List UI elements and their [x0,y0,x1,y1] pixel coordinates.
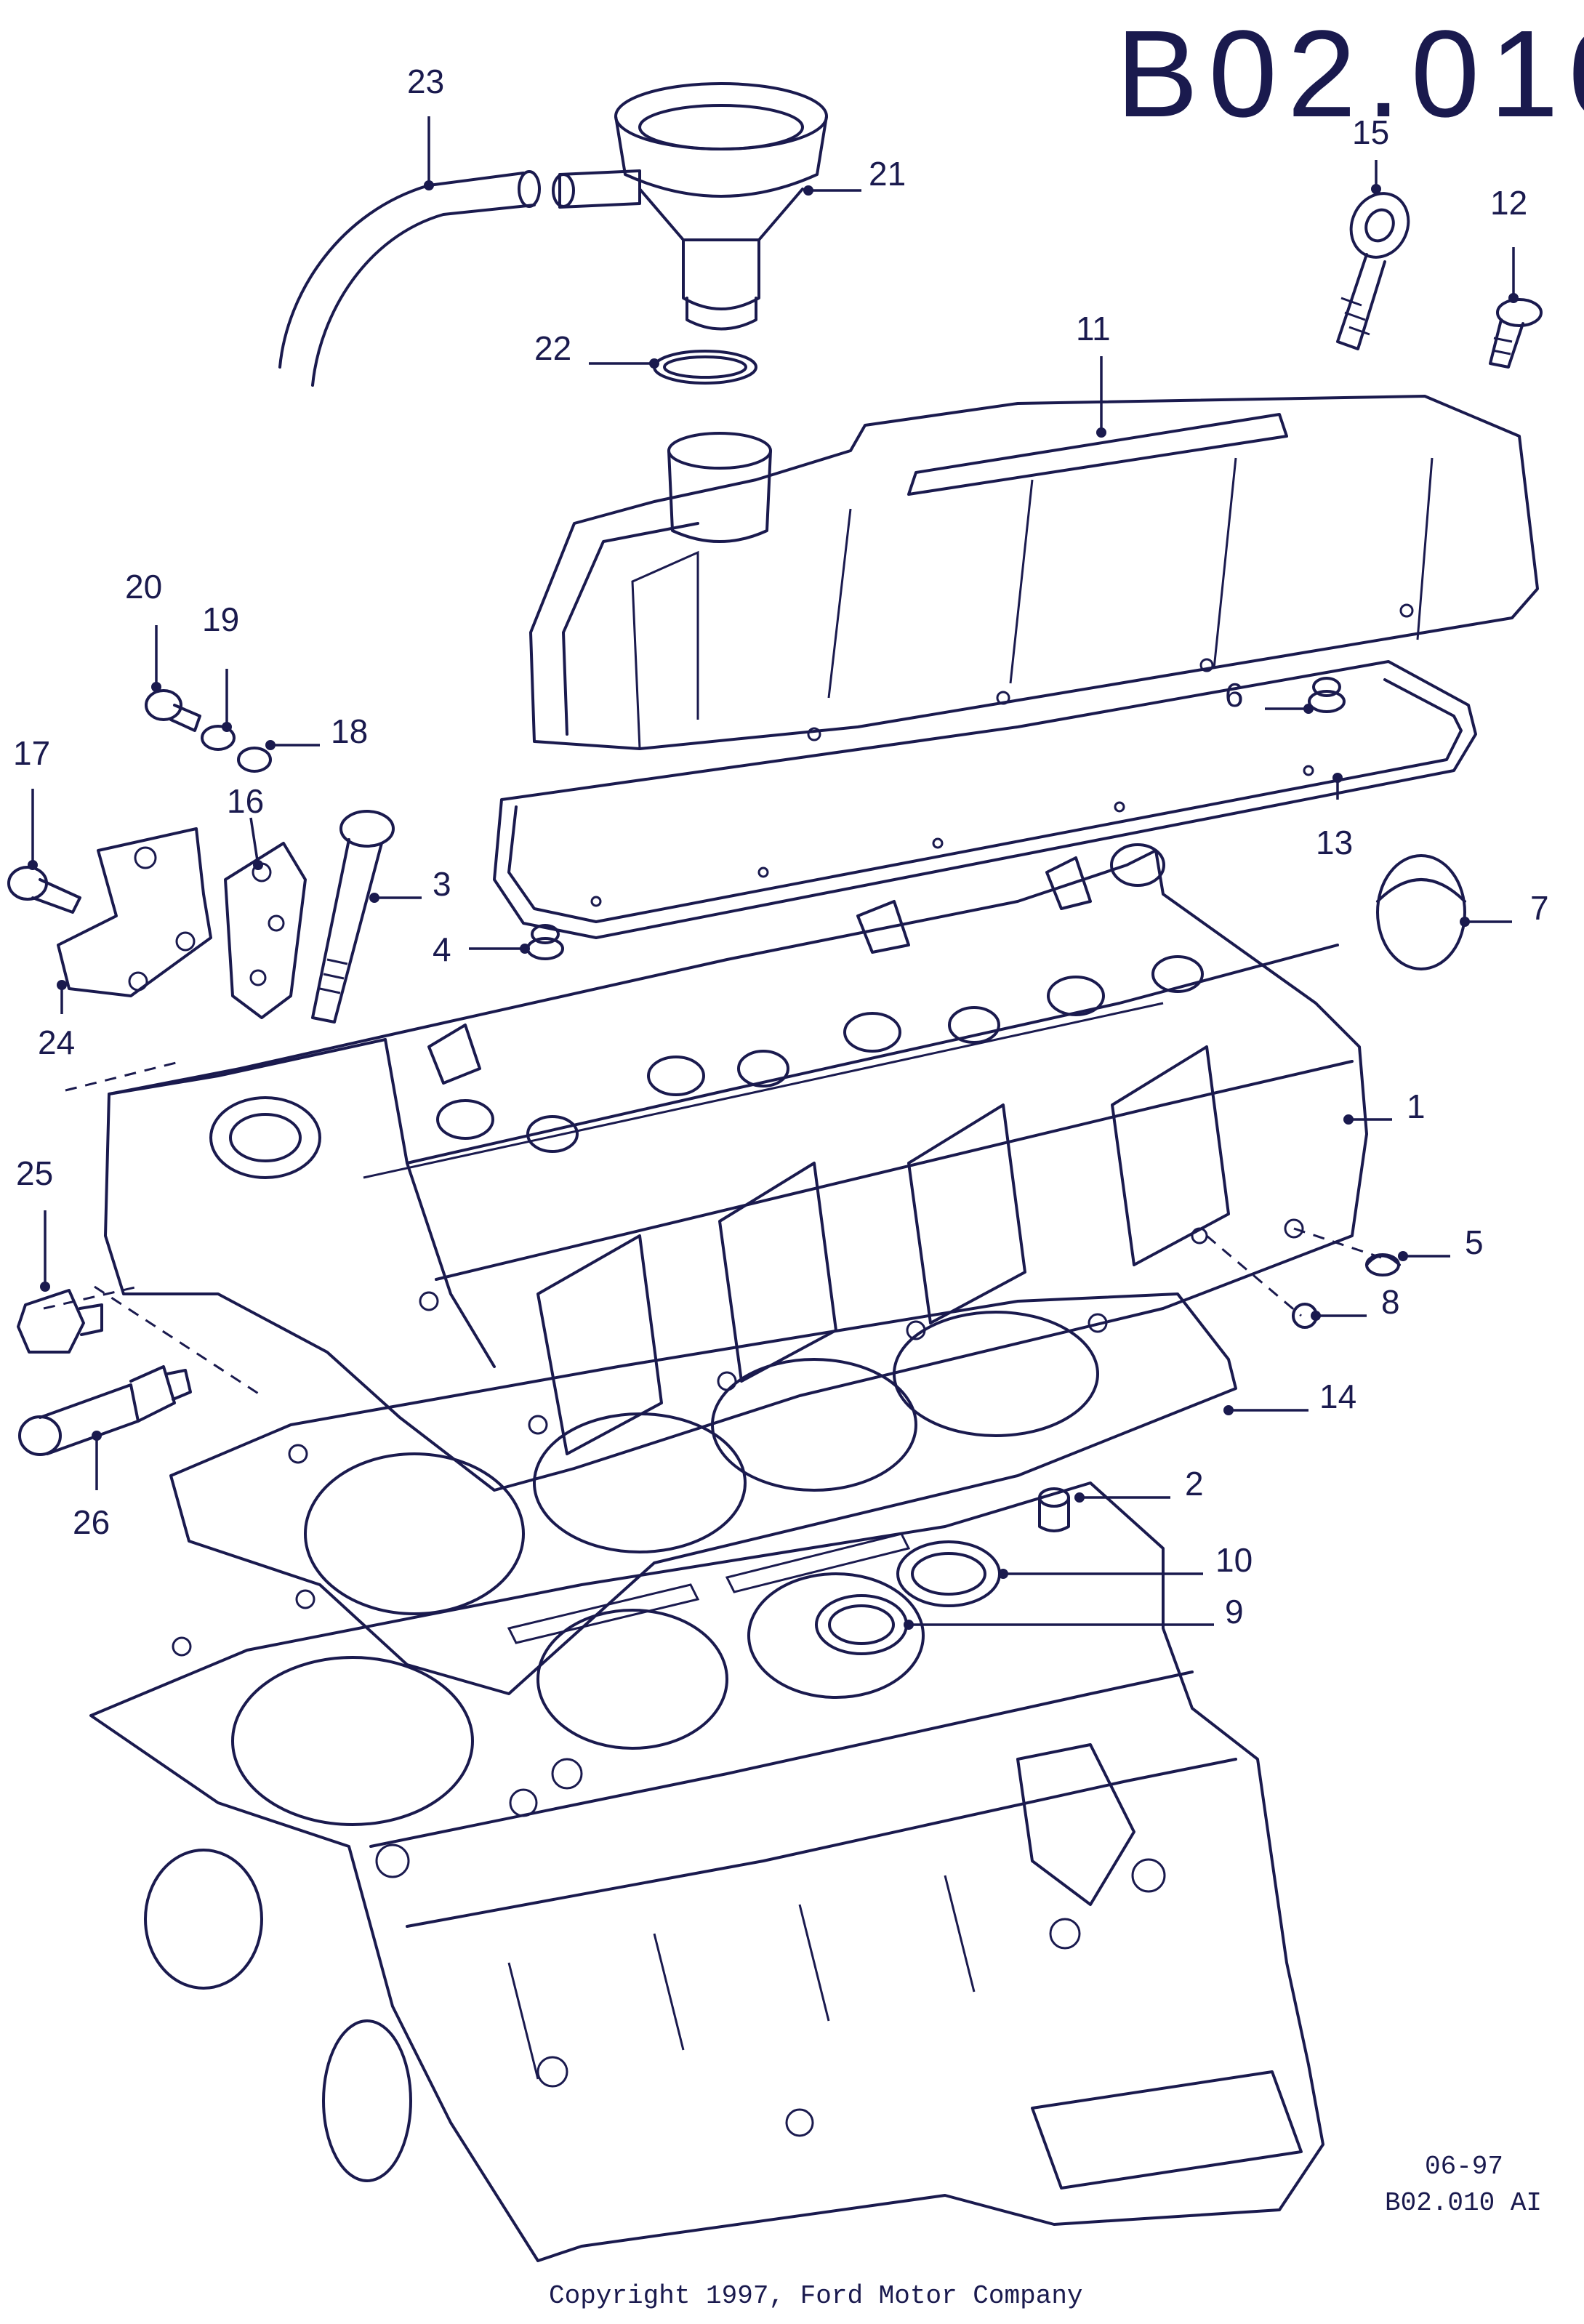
grommet-lower [526,924,564,960]
rocker-cover [529,395,1539,750]
callout-label: 4 [433,930,451,968]
callout-22: 22 [534,329,659,369]
lifting-eye [1336,192,1410,350]
alignment-lines [43,1060,1382,1397]
callout-label: 2 [1185,1465,1204,1503]
callout-12: 12 [1490,184,1527,303]
callout-label: 7 [1530,889,1549,927]
callout-25: 25 [16,1154,53,1292]
callout-18: 18 [265,712,368,750]
callout-label: 12 [1490,184,1527,222]
head-bolt [311,810,395,1024]
callout-label: 8 [1381,1283,1400,1321]
callout-26: 26 [73,1431,110,1541]
callout-4: 4 [433,930,530,968]
callout-14: 14 [1223,1378,1356,1415]
callout-label: 13 [1316,824,1353,861]
callout-label: 21 [869,155,906,193]
callout-label: 17 [13,734,50,772]
diagram-title: B02.010 [1116,5,1584,143]
callout-label: 11 [1076,310,1111,347]
callout-7: 7 [1460,889,1549,927]
callout-17: 17 [13,734,50,870]
drain-plug [17,1289,103,1354]
callout-label: 6 [1225,676,1244,714]
callout-16: 16 [227,782,264,870]
rocker-cover-gasket [493,660,1477,939]
bracket-bolt [7,866,81,914]
callout-2: 2 [1074,1465,1204,1503]
callout-label: 25 [16,1154,53,1192]
callout-label: 3 [433,865,451,903]
callout-20: 20 [125,568,162,692]
screw [1489,298,1543,369]
callout-1: 1 [1343,1087,1426,1125]
callout-label: 18 [331,712,368,750]
clip [1365,1253,1401,1276]
grommet-upper [1308,677,1346,713]
breather-hose [278,170,541,387]
callout-11: 11 [1076,310,1111,438]
callout-label: 16 [227,782,264,820]
callout-3: 3 [369,865,451,903]
copyright-notice: Copyright 1997, Ford Motor Company [549,2281,1083,2311]
callout-19: 19 [202,600,239,732]
callout-label: 26 [73,1503,110,1541]
small-bolt [145,689,201,732]
callout-10: 10 [998,1541,1253,1579]
callout-6: 6 [1225,676,1314,714]
callout-label: 1 [1407,1087,1426,1125]
mounting-plate [224,842,307,1019]
callout-8: 8 [1311,1283,1400,1321]
callout-label: 23 [407,63,444,100]
callout-5: 5 [1398,1223,1484,1261]
cylinder-block [89,1481,1324,2262]
callout-label: 10 [1215,1541,1253,1579]
callout-label: 9 [1225,1593,1244,1631]
callout-label: 19 [202,600,239,638]
head-gasket [169,1292,1237,1695]
seal-ring-small [815,1594,908,1655]
callout-21: 21 [803,155,906,196]
callout-13: 13 [1316,773,1353,861]
illustration-code: B02.010 AI [1385,2188,1542,2218]
callout-label: 20 [125,568,162,606]
callout-15: 15 [1352,113,1389,194]
cylinder-head [104,843,1368,1492]
callout-label: 22 [534,329,571,367]
callout-label: 14 [1319,1378,1356,1415]
callout-23: 23 [407,63,444,190]
callout-9: 9 [904,1593,1244,1631]
spring-washer [201,725,236,751]
callout-label: 24 [38,1024,75,1061]
seal-ring-large [896,1540,1001,1607]
core-plug [1376,854,1466,970]
plain-washer [237,747,272,773]
callout-24: 24 [38,980,75,1061]
callout-label: 15 [1352,113,1389,151]
lifting-bracket [57,827,212,997]
callout-label: 5 [1465,1223,1484,1261]
oil-filler-breather [552,82,828,331]
stud-adapter [18,1365,192,1456]
o-ring [653,350,757,385]
date-code: 06-97 [1425,2152,1503,2182]
